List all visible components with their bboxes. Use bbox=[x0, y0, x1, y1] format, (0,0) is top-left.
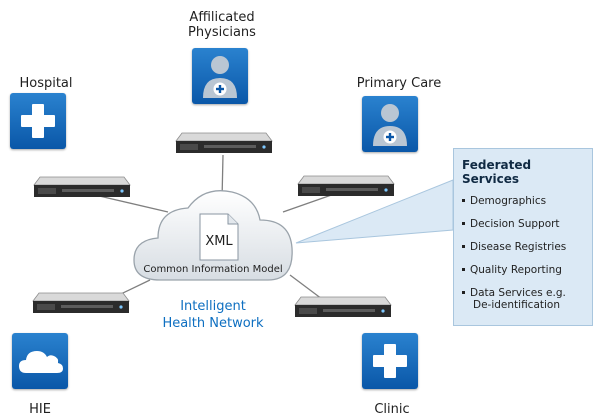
server-icon-left-lower bbox=[32, 292, 130, 313]
medical-cross-icon bbox=[21, 104, 55, 138]
cloud-icon bbox=[19, 351, 63, 373]
panel-title: Federated Services bbox=[462, 158, 532, 186]
server-icon-left-upper bbox=[33, 176, 131, 197]
list-item: Demographics bbox=[462, 195, 584, 207]
network-label: Intelligent Health Network bbox=[162, 299, 264, 331]
hospital-tile bbox=[10, 93, 66, 149]
cloud-caption: Common Information Model bbox=[143, 264, 283, 275]
label-hie: HIE bbox=[29, 402, 51, 417]
physician-tile-affiliated bbox=[192, 48, 248, 104]
link-left-upper bbox=[94, 194, 169, 213]
xml-label: XML bbox=[205, 234, 233, 249]
list-item: Decision Support bbox=[462, 218, 584, 230]
federated-services-panel: Federated Services Demographics Decision… bbox=[453, 148, 593, 326]
server-icon-right-lower bbox=[294, 296, 392, 317]
hie-tile bbox=[12, 333, 68, 389]
server-icon-top bbox=[175, 132, 273, 153]
physician-icon bbox=[203, 56, 237, 98]
clinic-tile bbox=[362, 333, 418, 389]
xml-document-icon bbox=[199, 213, 239, 261]
physician-tile-primary-care bbox=[362, 96, 418, 152]
server-icon-right-upper bbox=[297, 175, 395, 196]
services-list: Demographics Decision Support Disease Re… bbox=[462, 195, 584, 311]
list-item: Quality Reporting bbox=[462, 264, 584, 276]
medical-cross-icon bbox=[373, 344, 407, 378]
list-item: Data Services e.g. De-identification bbox=[462, 287, 584, 311]
label-affiliated-physicians: Affilicated Physicians bbox=[188, 10, 256, 40]
label-hospital: Hospital bbox=[19, 76, 73, 91]
list-item: Disease Registries bbox=[462, 241, 584, 253]
label-primary-care: Primary Care bbox=[356, 76, 442, 91]
physician-icon bbox=[373, 104, 407, 146]
label-clinic: Clinic bbox=[374, 402, 410, 417]
